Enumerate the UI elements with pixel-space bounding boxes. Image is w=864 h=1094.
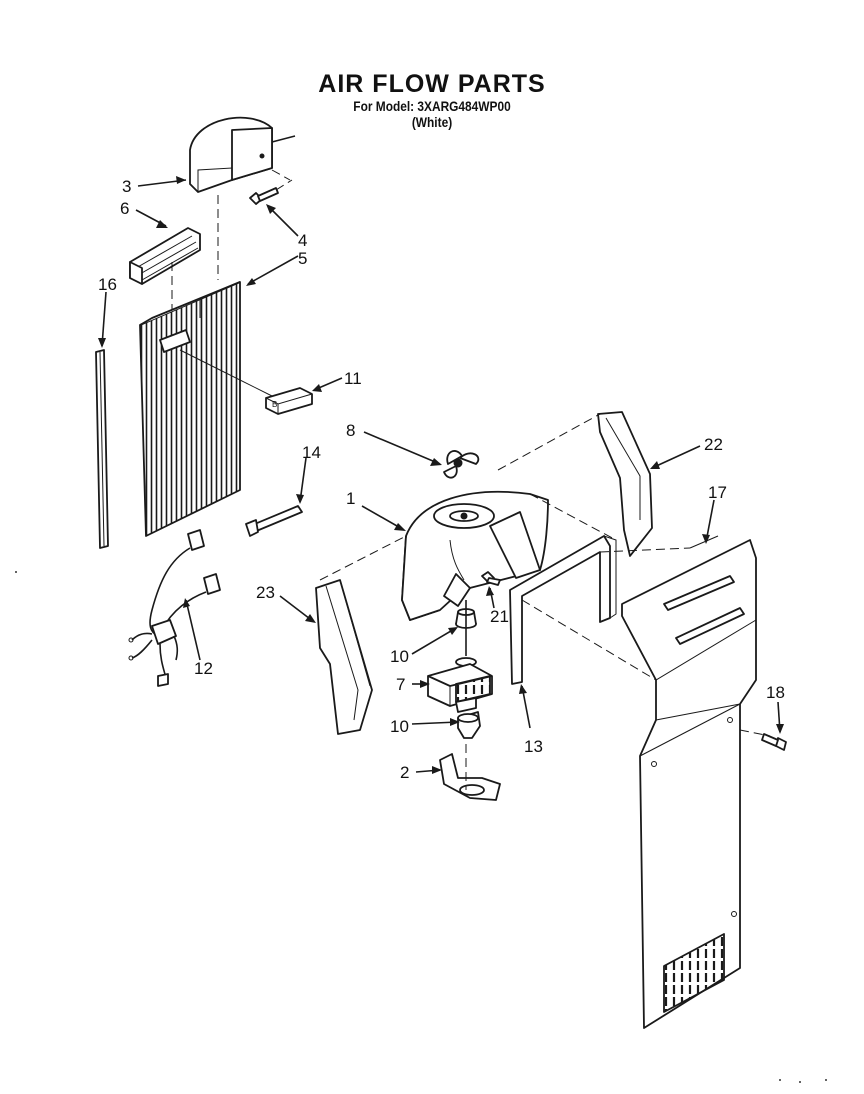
callout-17: 17 (708, 483, 727, 502)
callout-10-upper: 10 (390, 647, 409, 666)
callout-18: 18 (766, 683, 785, 702)
air-baffle-part-23 (315, 579, 373, 735)
callout-16: 16 (98, 275, 117, 294)
diffuser-part-6 (129, 227, 201, 285)
evaporator-cover-part-5 (139, 281, 241, 537)
callout-1: 1 (346, 489, 355, 508)
screw-part-18 (761, 733, 787, 751)
duct-cover-part-17 (621, 535, 757, 1029)
callout-14: 14 (302, 443, 321, 462)
air-duct-part-13 (509, 535, 617, 685)
svg-text:B: B (272, 400, 277, 409)
leader-lines (98, 176, 784, 774)
seal-strip-part-16 (95, 349, 109, 549)
screw-part-21 (481, 571, 501, 586)
callout-3: 3 (122, 177, 131, 196)
fan-shroud-part-1 (401, 490, 549, 621)
thermostat-part-11: B (265, 387, 313, 415)
callout-21: 21 (490, 607, 509, 626)
duct-cover-part-3 (189, 116, 296, 193)
wire-tie-part-14 (245, 505, 303, 537)
grommet-part-10-lower (457, 711, 481, 739)
fan-motor-part-7 (427, 657, 493, 713)
callout-labels: 3 6 4 5 16 11 8 14 1 22 17 23 12 10 7 21… (98, 177, 785, 782)
wiring-harness-part-12 (128, 529, 221, 687)
air-baffle-part-22 (597, 411, 653, 557)
callout-8: 8 (346, 421, 355, 440)
callout-5: 5 (298, 249, 307, 268)
callout-4: 4 (298, 231, 307, 250)
callout-13: 13 (524, 737, 543, 756)
callout-11: 11 (344, 369, 362, 388)
diagram-title: AIR FLOW PARTS (318, 70, 546, 98)
callout-10-lower: 10 (390, 717, 409, 736)
callout-6: 6 (120, 199, 129, 218)
scan-specks (15, 571, 827, 1083)
fan-blade-part-8 (443, 450, 480, 479)
callout-2: 2 (400, 763, 409, 782)
callout-7: 7 (396, 675, 405, 694)
color-line: (White) (411, 114, 453, 130)
callout-12: 12 (194, 659, 213, 678)
motor-bracket-part-2 (439, 753, 501, 801)
header: AIR FLOW PARTS For Model: 3XARG484WP00 (… (0, 70, 864, 130)
callout-22: 22 (704, 435, 723, 454)
screw-part-4 (249, 187, 279, 205)
callout-23: 23 (256, 583, 275, 602)
model-line: For Model: 3XARG484WP00 (353, 98, 511, 114)
